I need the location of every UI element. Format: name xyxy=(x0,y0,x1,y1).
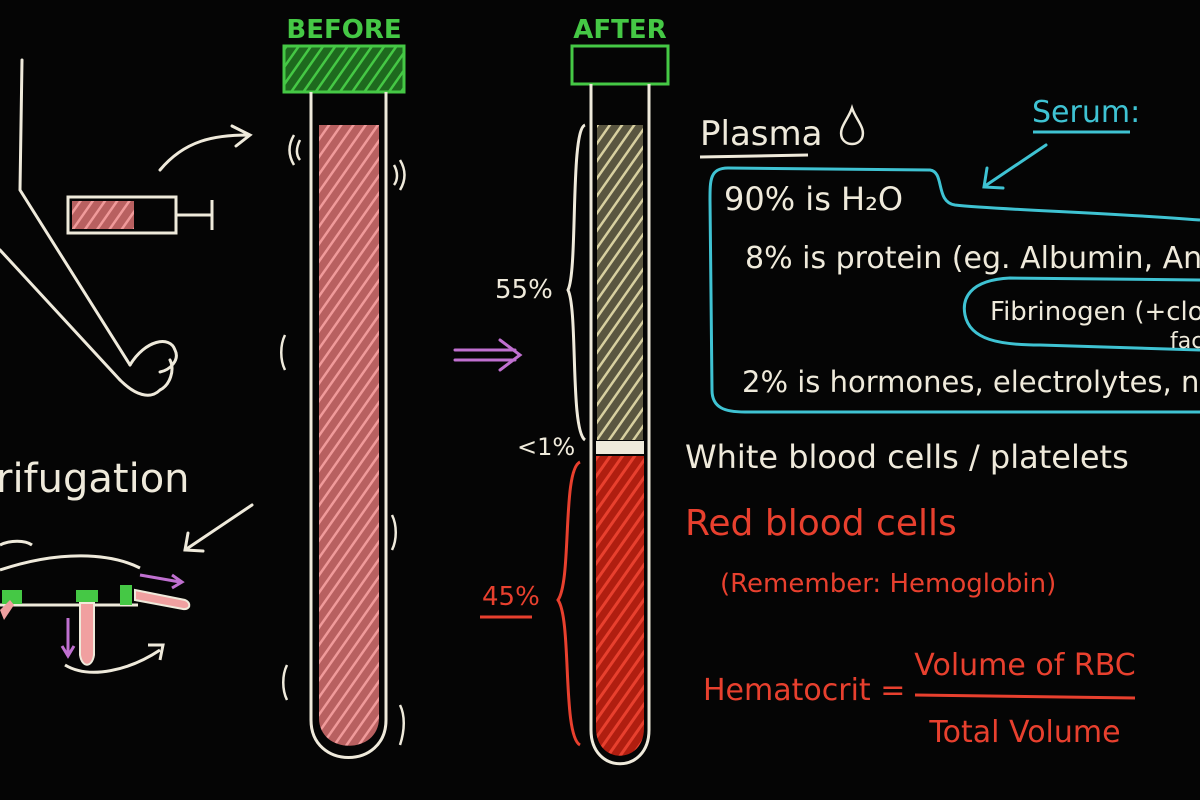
arrow-to-centrifuge-icon xyxy=(183,503,254,553)
centrifugation-title: rifugation xyxy=(0,456,190,502)
arm-drawing xyxy=(0,58,178,397)
plasma-percent: 55% xyxy=(495,275,553,305)
other-solutes-line: 2% is hormones, electrolytes, nutrien xyxy=(742,365,1200,399)
plasma-layer xyxy=(597,125,643,440)
fibrinogen-line-2: fac xyxy=(1170,329,1200,354)
hematocrit-numerator: Volume of RBC xyxy=(914,648,1135,683)
plasma-heading: Plasma xyxy=(700,114,822,154)
serum-arrow-icon xyxy=(982,143,1048,190)
after-tube-cap xyxy=(570,44,670,86)
rbc-percent: 45% xyxy=(482,582,540,612)
protein-line: 8% is protein (eg. Albumin, Antibod xyxy=(745,241,1200,276)
after-label: AFTER xyxy=(573,15,666,45)
serum-outline xyxy=(708,166,1200,414)
before-tube xyxy=(309,92,388,759)
rbc-label: Red blood cells xyxy=(685,503,957,544)
hematocrit-label: Hematocrit = xyxy=(703,673,905,708)
rbc-brace xyxy=(556,460,582,747)
process-arrow-icon xyxy=(453,338,523,372)
centrifuge-drawing xyxy=(0,539,191,674)
fibrinogen-outline xyxy=(962,276,1200,352)
rbc-note: (Remember: Hemoglobin) xyxy=(720,569,1056,599)
syringe-icon xyxy=(66,195,214,235)
droplet-icon xyxy=(839,104,865,146)
plasma-underline xyxy=(699,153,809,159)
fibrinogen-line: Fibrinogen (+clott xyxy=(990,297,1200,327)
curved-arrow-icon xyxy=(158,124,253,172)
water-line: 90% is H₂O xyxy=(724,180,903,218)
red-cell-layer xyxy=(596,456,644,756)
before-label: BEFORE xyxy=(286,15,401,45)
buffy-coat-layer xyxy=(596,441,644,454)
serum-label: Serum: xyxy=(1032,95,1140,130)
after-tube xyxy=(589,84,651,766)
buffy-percent: <1% xyxy=(517,433,575,461)
fraction-bar xyxy=(914,693,1136,700)
before-tube-cap xyxy=(282,44,406,94)
plasma-brace xyxy=(566,123,587,442)
whole-blood-fill xyxy=(319,125,379,746)
wbc-label: White blood cells / platelets xyxy=(685,438,1129,476)
shake-marks xyxy=(280,134,406,746)
hematocrit-denominator: Total Volume xyxy=(928,715,1120,750)
